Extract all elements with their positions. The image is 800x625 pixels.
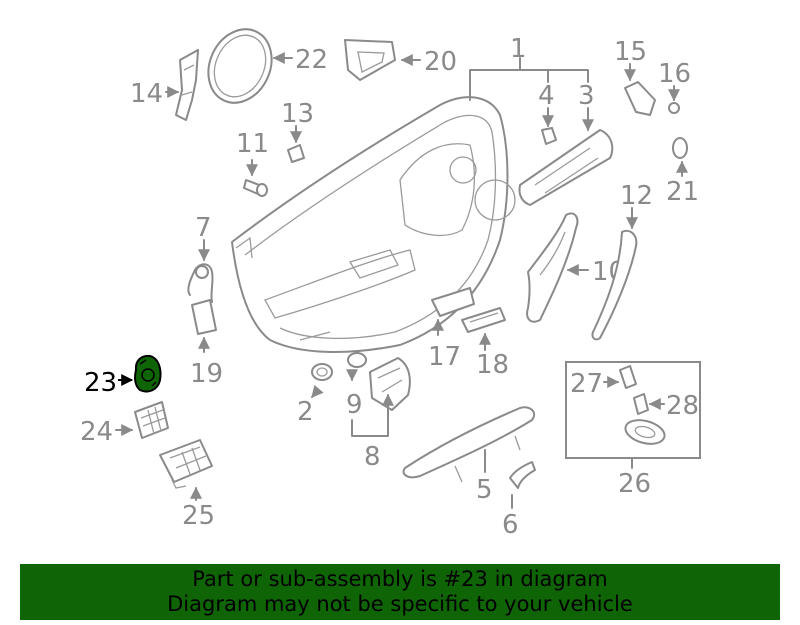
label-7: 7 [195,213,212,243]
label-19: 19 [190,359,223,389]
label-6: 6 [502,510,519,540]
part-25-switch-housing [159,439,213,489]
part-6-bracket [509,461,536,489]
part-11-screw [243,179,268,197]
part-12-strip [591,229,638,341]
door-trim-panel [231,96,516,353]
label-9: 9 [346,390,363,420]
part-2-plug [311,363,333,381]
part-7-wire-harness [187,263,214,303]
label-26: 26 [618,469,651,499]
part-4-clip [541,127,557,145]
label-18: 18 [476,350,509,380]
label-11: 11 [236,129,269,159]
part-14-bracket [175,49,199,121]
label-15: 15 [614,37,647,67]
part-9-grommet [347,352,367,368]
banner-line-1: Part or sub-assembly is #23 in diagram [192,567,608,591]
label-24: 24 [80,417,113,447]
label-12: 12 [620,181,653,211]
part-23-switch-highlighted [134,354,162,393]
label-28: 28 [666,391,699,421]
part-15-cover [624,81,656,116]
label-17: 17 [428,342,461,372]
parts-diagram: 1 2 3 4 5 6 7 8 [80,28,701,540]
label-13: 13 [281,99,314,129]
part-8-pocket [369,357,411,411]
part-24-vent [134,401,169,439]
banner-line-2: Diagram may not be specific to your vehi… [167,592,633,616]
label-5: 5 [476,475,493,505]
info-banner: Part or sub-assembly is #23 in diagram D… [20,564,780,620]
part-21-cap [672,137,688,159]
label-14: 14 [130,79,163,109]
label-25: 25 [182,501,215,531]
part-22-speaker-ring [207,28,273,104]
label-20: 20 [424,47,457,77]
part-3-switch-bezel [518,129,614,206]
part-16-clip [668,102,680,114]
part-18-lamp [461,307,506,333]
label-3: 3 [578,81,595,111]
label-8: 8 [364,442,381,472]
part-17-bracket [431,287,475,317]
label-2: 2 [297,397,314,427]
label-22: 22 [295,45,328,75]
label-4: 4 [538,81,555,111]
part-5-armrest [402,406,536,483]
label-21: 21 [666,177,699,207]
part-20-speaker-grille [344,39,396,81]
part-10-handle-trim [526,212,579,323]
part-13-clip [287,144,305,163]
label-16: 16 [658,59,691,89]
label-27: 27 [570,369,603,399]
part-19-pad [191,299,217,335]
label-1: 1 [510,34,527,64]
label-23: 23 [84,368,117,398]
